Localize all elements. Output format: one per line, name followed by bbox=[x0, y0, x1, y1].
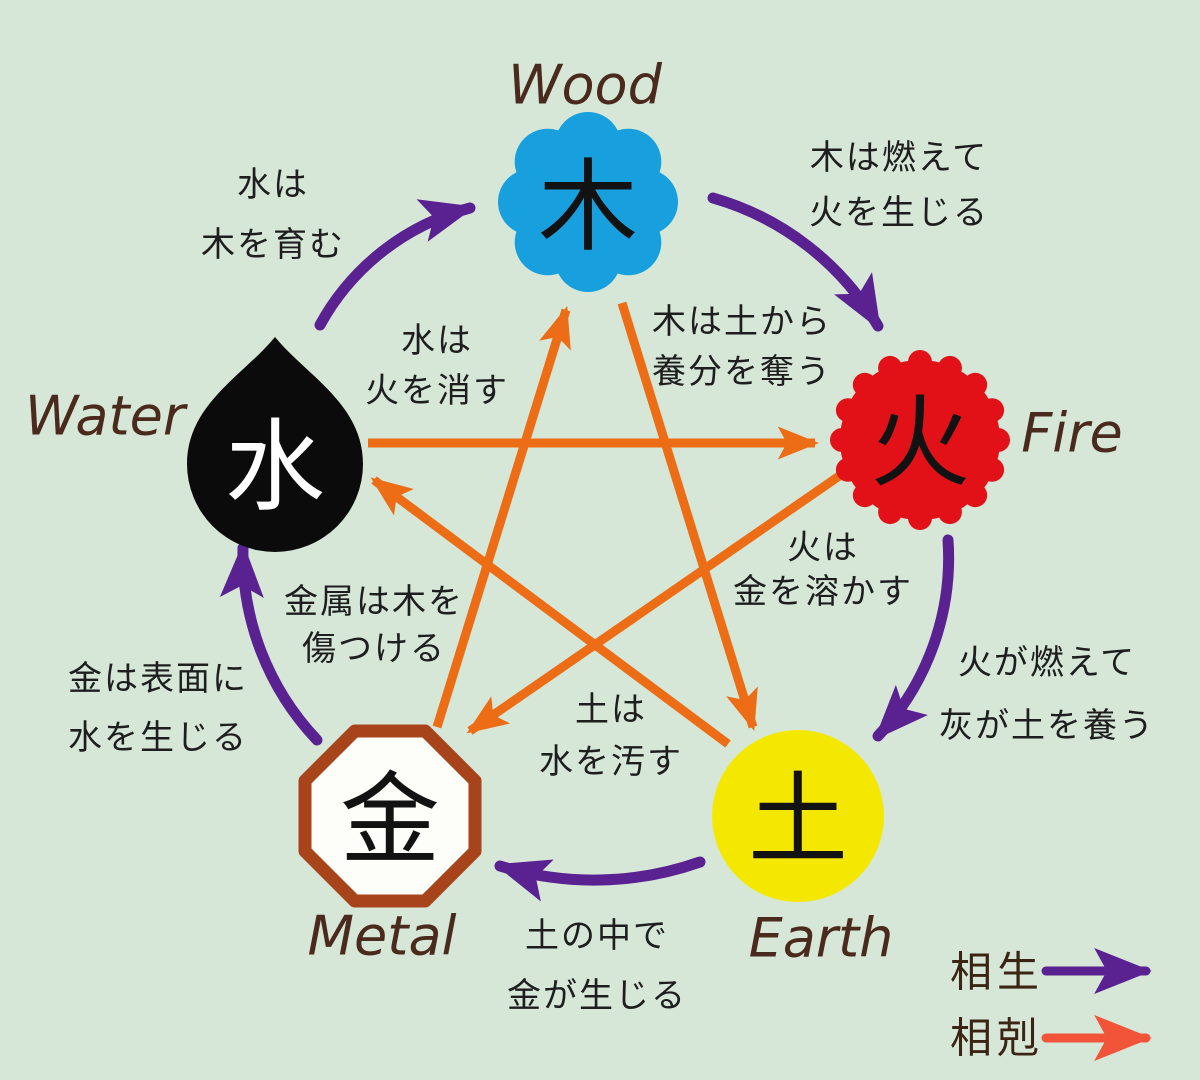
annotation-line: 水は bbox=[401, 321, 473, 361]
annotation-line: 水は bbox=[237, 165, 309, 205]
arrow-fire-to-earth bbox=[872, 534, 955, 742]
annotation-earth-to-metal: 土の中で 金が生じる bbox=[507, 916, 687, 1016]
annotation-metal-to-water: 金は表面に 水を生じる bbox=[68, 659, 248, 758]
annotation-line: 金属は木を bbox=[284, 582, 464, 622]
water-teardrop-shape bbox=[187, 337, 363, 552]
arrow-earth-to-water bbox=[370, 476, 731, 748]
earth-node: 土 bbox=[712, 730, 884, 902]
arrow-water-to-wood bbox=[314, 199, 476, 331]
annotation-line: 火は bbox=[787, 528, 859, 568]
fire-node: 火 bbox=[830, 350, 1010, 530]
annotation-line: 金を溶かす bbox=[733, 572, 913, 612]
annotation-fire-to-metal: 火は 金を溶かす bbox=[733, 528, 913, 612]
annotation-line: 火を生じる bbox=[809, 193, 989, 233]
fire-seal-shape bbox=[830, 350, 1010, 530]
annotation-line: 木は土から bbox=[652, 302, 832, 342]
annotation-line: 木を育む bbox=[201, 225, 345, 265]
earth-label: Earth bbox=[749, 907, 894, 970]
annotation-line: 金が生じる bbox=[507, 976, 687, 1016]
arrow-metal-to-wood bbox=[432, 306, 571, 729]
annotation-metal-to-wood: 金属は木を 傷つける bbox=[284, 582, 464, 669]
annotation-line: 灰が土を養う bbox=[939, 706, 1155, 746]
annotation-line: 水を汚す bbox=[539, 742, 683, 782]
generating-cycle-arrows bbox=[219, 192, 955, 902]
annotation-line: 傷つける bbox=[302, 629, 446, 669]
annotation-water-to-fire: 水は 火を消す bbox=[365, 321, 509, 411]
fire-kanji: 火 bbox=[870, 385, 970, 502]
annotation-line: 木は燃えて bbox=[810, 138, 988, 178]
arrow-wood-to-fire bbox=[707, 192, 884, 332]
earth-kanji: 土 bbox=[748, 762, 848, 879]
legend-overcoming-label: 相剋 bbox=[950, 1014, 1044, 1063]
annotation-wood-to-earth: 木は土から 養分を奪う bbox=[652, 302, 832, 392]
annotation-wood-to-fire: 木は燃えて 火を生じる bbox=[809, 138, 989, 233]
annotation-line: 養分を奪う bbox=[652, 352, 832, 392]
wood-kanji: 木 bbox=[538, 149, 638, 266]
annotation-line: 金は表面に bbox=[68, 659, 248, 699]
annotation-line: 火が燃えて bbox=[958, 643, 1136, 683]
annotation-line: 土は bbox=[575, 690, 647, 730]
fire-label: Fire bbox=[1021, 402, 1123, 465]
water-label: Water bbox=[25, 385, 188, 448]
wood-label: Wood bbox=[508, 54, 662, 117]
arrow-wood-to-earth bbox=[617, 301, 758, 731]
metal-octagon-shape bbox=[298, 724, 482, 908]
annotation-line: 水を生じる bbox=[68, 718, 248, 758]
metal-label: Metal bbox=[307, 905, 456, 968]
water-node: 水 bbox=[187, 337, 363, 552]
legend-generating-label: 相生 bbox=[950, 948, 1044, 997]
annotation-line: 土の中で bbox=[525, 916, 669, 956]
legend: 相生 相剋 bbox=[950, 948, 1152, 1063]
overcoming-cycle-arrows bbox=[368, 301, 848, 748]
arrow-earth-to-metal bbox=[494, 856, 706, 902]
arrow-metal-to-water bbox=[219, 542, 323, 746]
earth-circle-shape bbox=[712, 730, 884, 902]
arrow-fire-to-metal bbox=[466, 468, 848, 735]
wood-node: 木 bbox=[498, 112, 678, 292]
annotation-earth-to-water: 土は 水を汚す bbox=[539, 690, 683, 782]
annotation-fire-to-earth: 火が燃えて 灰が土を養う bbox=[939, 643, 1155, 746]
annotation-line: 火を消す bbox=[365, 371, 509, 411]
wood-flower-shape bbox=[498, 112, 678, 292]
annotation-water-to-wood: 水は 木を育む bbox=[201, 165, 345, 265]
water-kanji: 水 bbox=[225, 409, 325, 526]
metal-kanji: 金 bbox=[340, 762, 440, 879]
metal-node: 金 bbox=[298, 724, 482, 908]
